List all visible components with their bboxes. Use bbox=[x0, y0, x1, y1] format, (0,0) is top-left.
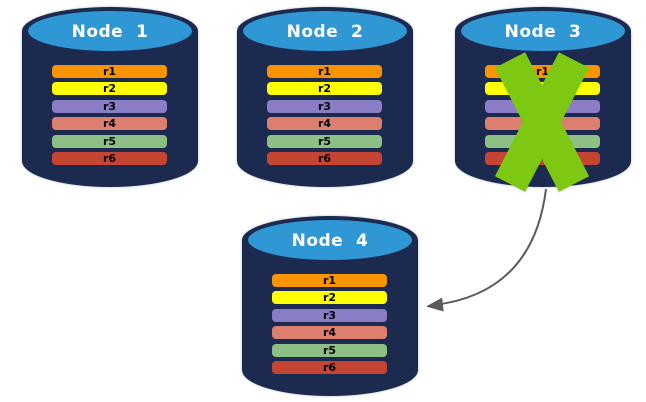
failover-arrowhead bbox=[426, 297, 444, 312]
node-4-replica-rows: r1 r2 r3 r4 r5 r6 bbox=[272, 274, 387, 374]
replica-row: r3 bbox=[272, 308, 387, 322]
node-2-cylinder-top: Node 2 bbox=[237, 7, 413, 55]
replica-row: r6 bbox=[267, 151, 382, 165]
node-3-top-face bbox=[461, 11, 625, 51]
node-3-cylinder-top: Node 3 bbox=[455, 7, 631, 55]
replica-row: r5 bbox=[272, 343, 387, 357]
node-2-top-face bbox=[243, 11, 407, 51]
replica-row: r1 bbox=[52, 65, 167, 78]
node-3-title: Node 3 bbox=[504, 21, 582, 42]
node-1-replica-rows: r1 r2 r3 r4 r5 r6 bbox=[52, 65, 167, 165]
replica-row: r1 bbox=[272, 274, 387, 287]
replica-row: r4 bbox=[52, 117, 167, 131]
replica-row: r3 bbox=[52, 99, 167, 113]
replica-row: r6 bbox=[52, 151, 167, 165]
replica-row: r1 bbox=[267, 65, 382, 78]
node-1-title: Node 1 bbox=[71, 21, 149, 42]
node-1-cylinder-top: Node 1 bbox=[22, 7, 198, 55]
replica-row: r3 bbox=[267, 99, 382, 113]
replica-row: r5 bbox=[267, 134, 382, 148]
node-4-top-face bbox=[248, 220, 412, 260]
node-2: Node 2 r1 r2 r3 r4 r5 r6 bbox=[237, 7, 413, 187]
replica-row: r6 bbox=[272, 360, 387, 374]
replica-row: r4 bbox=[267, 117, 382, 131]
node-2-title: Node 2 bbox=[286, 21, 364, 42]
failover-arrow-line bbox=[433, 188, 547, 306]
node-2-replica-rows: r1 r2 r3 r4 r5 r6 bbox=[267, 65, 382, 165]
replica-row: r5 bbox=[52, 134, 167, 148]
node-4: Node 4 r1 r2 r3 r4 r5 r6 bbox=[242, 216, 418, 396]
node-4-cylinder-top: Node 4 bbox=[242, 216, 418, 264]
node-4-title: Node 4 bbox=[291, 230, 369, 251]
replica-row: r2 bbox=[52, 82, 167, 96]
failure-x-icon bbox=[494, 52, 590, 192]
replica-row: r4 bbox=[272, 326, 387, 340]
node-1: Node 1 r1 r2 r3 r4 r5 r6 bbox=[22, 7, 198, 187]
node-1-top-face bbox=[28, 11, 192, 51]
node-3: Node 3 r1 r2 r3 r4 r5 r6 bbox=[455, 7, 631, 192]
replica-row: r2 bbox=[267, 82, 382, 96]
replica-row: r2 bbox=[272, 291, 387, 305]
